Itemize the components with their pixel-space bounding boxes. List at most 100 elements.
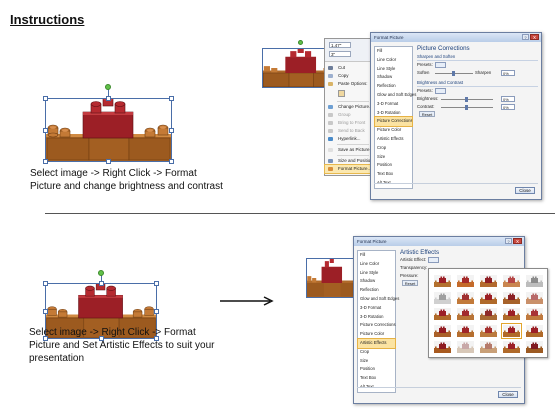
nav-item-3d-rotation[interactable]: 3-D Rotation xyxy=(377,109,401,115)
lego-image-step1[interactable] xyxy=(45,98,172,162)
rotation-handle[interactable] xyxy=(98,270,104,276)
brightness-slider-thumb[interactable] xyxy=(465,96,468,102)
artistic-effect-thumbnail[interactable] xyxy=(526,308,543,320)
artistic-effect-thumbnail[interactable] xyxy=(434,308,451,320)
artistic-effect-thumbnail[interactable] xyxy=(503,275,520,287)
menu-item-change-picture[interactable]: Change Picture... xyxy=(325,103,373,111)
artistic-effect-thumbnail[interactable] xyxy=(457,308,474,320)
artistic-effect-thumbnail[interactable] xyxy=(480,341,497,353)
artistic-effect-thumbnail[interactable] xyxy=(480,291,497,304)
artistic-effect-thumbnail[interactable] xyxy=(480,308,497,320)
sharpen-slider-thumb[interactable] xyxy=(452,70,455,76)
brightness-presets-dropdown[interactable] xyxy=(435,88,446,94)
artistic-effect-thumbnail[interactable] xyxy=(526,275,543,287)
artistic-effect-thumbnail[interactable] xyxy=(503,308,520,320)
nav-item-line-style[interactable]: Line Style xyxy=(360,269,379,275)
artistic-effect-thumbnail[interactable] xyxy=(526,324,543,337)
contrast-slider-thumb[interactable] xyxy=(465,104,468,110)
nav-item-size[interactable]: Size xyxy=(377,153,386,159)
lego-image-small-step1[interactable] xyxy=(262,48,340,88)
selection-frame-step1[interactable] xyxy=(45,98,172,162)
artistic-effect-thumbnail[interactable] xyxy=(457,324,474,337)
artistic-effect-thumbnail[interactable] xyxy=(480,275,497,287)
reset-button[interactable]: Reset xyxy=(419,111,435,117)
nav-item-alt-text[interactable]: Alt Text xyxy=(375,179,412,188)
artistic-effect-thumbnail[interactable] xyxy=(457,341,474,353)
sharpen-value-field[interactable]: 0% xyxy=(501,70,515,76)
resize-handle-br[interactable] xyxy=(154,336,159,341)
lego-image-step2[interactable] xyxy=(45,283,157,339)
nav-item-artistic-effects[interactable]: Artistic Effects xyxy=(377,135,404,141)
nav-item-artistic-effects[interactable]: Artistic Effects xyxy=(357,337,396,349)
menu-item-copy[interactable]: Copy xyxy=(325,72,371,80)
nav-item-crop[interactable]: Crop xyxy=(360,348,370,354)
nav-item-line-color[interactable]: Line Color xyxy=(377,56,397,62)
nav-item-line-style[interactable]: Line Style xyxy=(377,65,396,71)
artistic-effect-thumbnail[interactable] xyxy=(480,324,497,337)
resize-handle-br[interactable] xyxy=(169,159,174,164)
artistic-effect-thumbnail[interactable] xyxy=(503,291,520,304)
artistic-effect-thumbnail[interactable] xyxy=(457,275,474,287)
resize-handle-l[interactable] xyxy=(43,128,48,133)
nav-item-fill[interactable]: Fill xyxy=(377,48,383,53)
resize-handle-tl[interactable] xyxy=(43,96,48,101)
resize-handle-t[interactable] xyxy=(106,96,111,101)
close-button[interactable]: Close xyxy=(515,187,535,194)
nav-item-position[interactable]: Position xyxy=(360,366,375,372)
nav-item-line-color[interactable]: Line Color xyxy=(360,260,380,266)
height-spinner[interactable]: 1.47" xyxy=(329,42,351,48)
lego-image-small-step2[interactable] xyxy=(306,258,358,298)
nav-item-3d-rotation[interactable]: 3-D Rotation xyxy=(360,313,384,319)
artistic-effect-thumbnail[interactable] xyxy=(434,291,451,304)
artistic-effect-thumbnail[interactable] xyxy=(526,341,543,353)
brightness-value-field[interactable]: 0% xyxy=(501,96,515,102)
artistic-effect-thumbnail[interactable] xyxy=(434,341,451,353)
nav-item-size[interactable]: Size xyxy=(360,357,369,363)
artistic-effect-thumbnail[interactable] xyxy=(503,341,520,353)
resize-handle-r[interactable] xyxy=(154,309,159,314)
help-button[interactable]: ? xyxy=(522,34,529,40)
resize-handle-t[interactable] xyxy=(99,281,104,286)
sharpen-slider[interactable] xyxy=(435,70,473,76)
nav-item-reflection[interactable]: Reflection xyxy=(377,83,396,89)
rotation-handle-small[interactable] xyxy=(298,40,303,45)
close-button[interactable]: Close xyxy=(498,391,518,398)
menu-item-format-picture[interactable]: Format Picture... xyxy=(324,164,372,174)
menu-item-size-position[interactable]: Size and Position... xyxy=(325,157,377,165)
menu-item-hyperlink[interactable]: Hyperlink... xyxy=(325,135,371,143)
nav-item-crop[interactable]: Crop xyxy=(377,144,387,150)
nav-item-picture-corrections[interactable]: Picture Corrections xyxy=(374,116,413,128)
resize-handle-bl[interactable] xyxy=(43,159,48,164)
artistic-effect-thumbnail[interactable] xyxy=(526,291,543,304)
resize-handle-b[interactable] xyxy=(106,159,111,164)
resize-handle-r[interactable] xyxy=(169,128,174,133)
help-button[interactable]: ? xyxy=(505,238,512,244)
nav-item-glow[interactable]: Glow and Soft Edges xyxy=(377,91,417,97)
selection-frame-small-step2[interactable] xyxy=(306,258,358,298)
artistic-effect-thumbnail[interactable] xyxy=(434,324,451,337)
nav-item-3d-format[interactable]: 3-D Format xyxy=(360,304,382,310)
width-spinner[interactable]: 3" xyxy=(329,51,351,57)
nav-item-3d-format[interactable]: 3-D Format xyxy=(377,100,399,106)
nav-item-fill[interactable]: Fill xyxy=(360,252,366,257)
reset-button[interactable]: Reset xyxy=(402,280,418,286)
resize-handle-b[interactable] xyxy=(99,336,104,341)
contrast-slider[interactable] xyxy=(441,104,493,110)
contrast-value-field[interactable]: 0% xyxy=(501,104,515,110)
resize-handle-tr[interactable] xyxy=(169,96,174,101)
nav-item-shadow[interactable]: Shadow xyxy=(360,278,376,284)
artistic-effect-thumbnail[interactable] xyxy=(434,275,451,287)
nav-item-picture-color[interactable]: Picture Color xyxy=(360,331,385,337)
brightness-slider[interactable] xyxy=(441,96,493,102)
nav-item-picture-color[interactable]: Picture Color xyxy=(377,127,402,133)
paste-picture-button[interactable] xyxy=(338,90,345,97)
rotation-handle[interactable] xyxy=(105,84,111,90)
menu-item-cut[interactable]: Cut xyxy=(325,64,371,72)
artistic-effect-thumbnail[interactable] xyxy=(457,291,474,304)
resize-handle-bl[interactable] xyxy=(43,336,48,341)
resize-handle-tr[interactable] xyxy=(154,281,159,286)
close-x-button[interactable]: X xyxy=(530,34,539,40)
nav-item-picture-corrections[interactable]: Picture Corrections xyxy=(360,322,396,328)
resize-handle-l[interactable] xyxy=(43,309,48,314)
nav-item-text-box[interactable]: Text Box xyxy=(377,171,394,177)
